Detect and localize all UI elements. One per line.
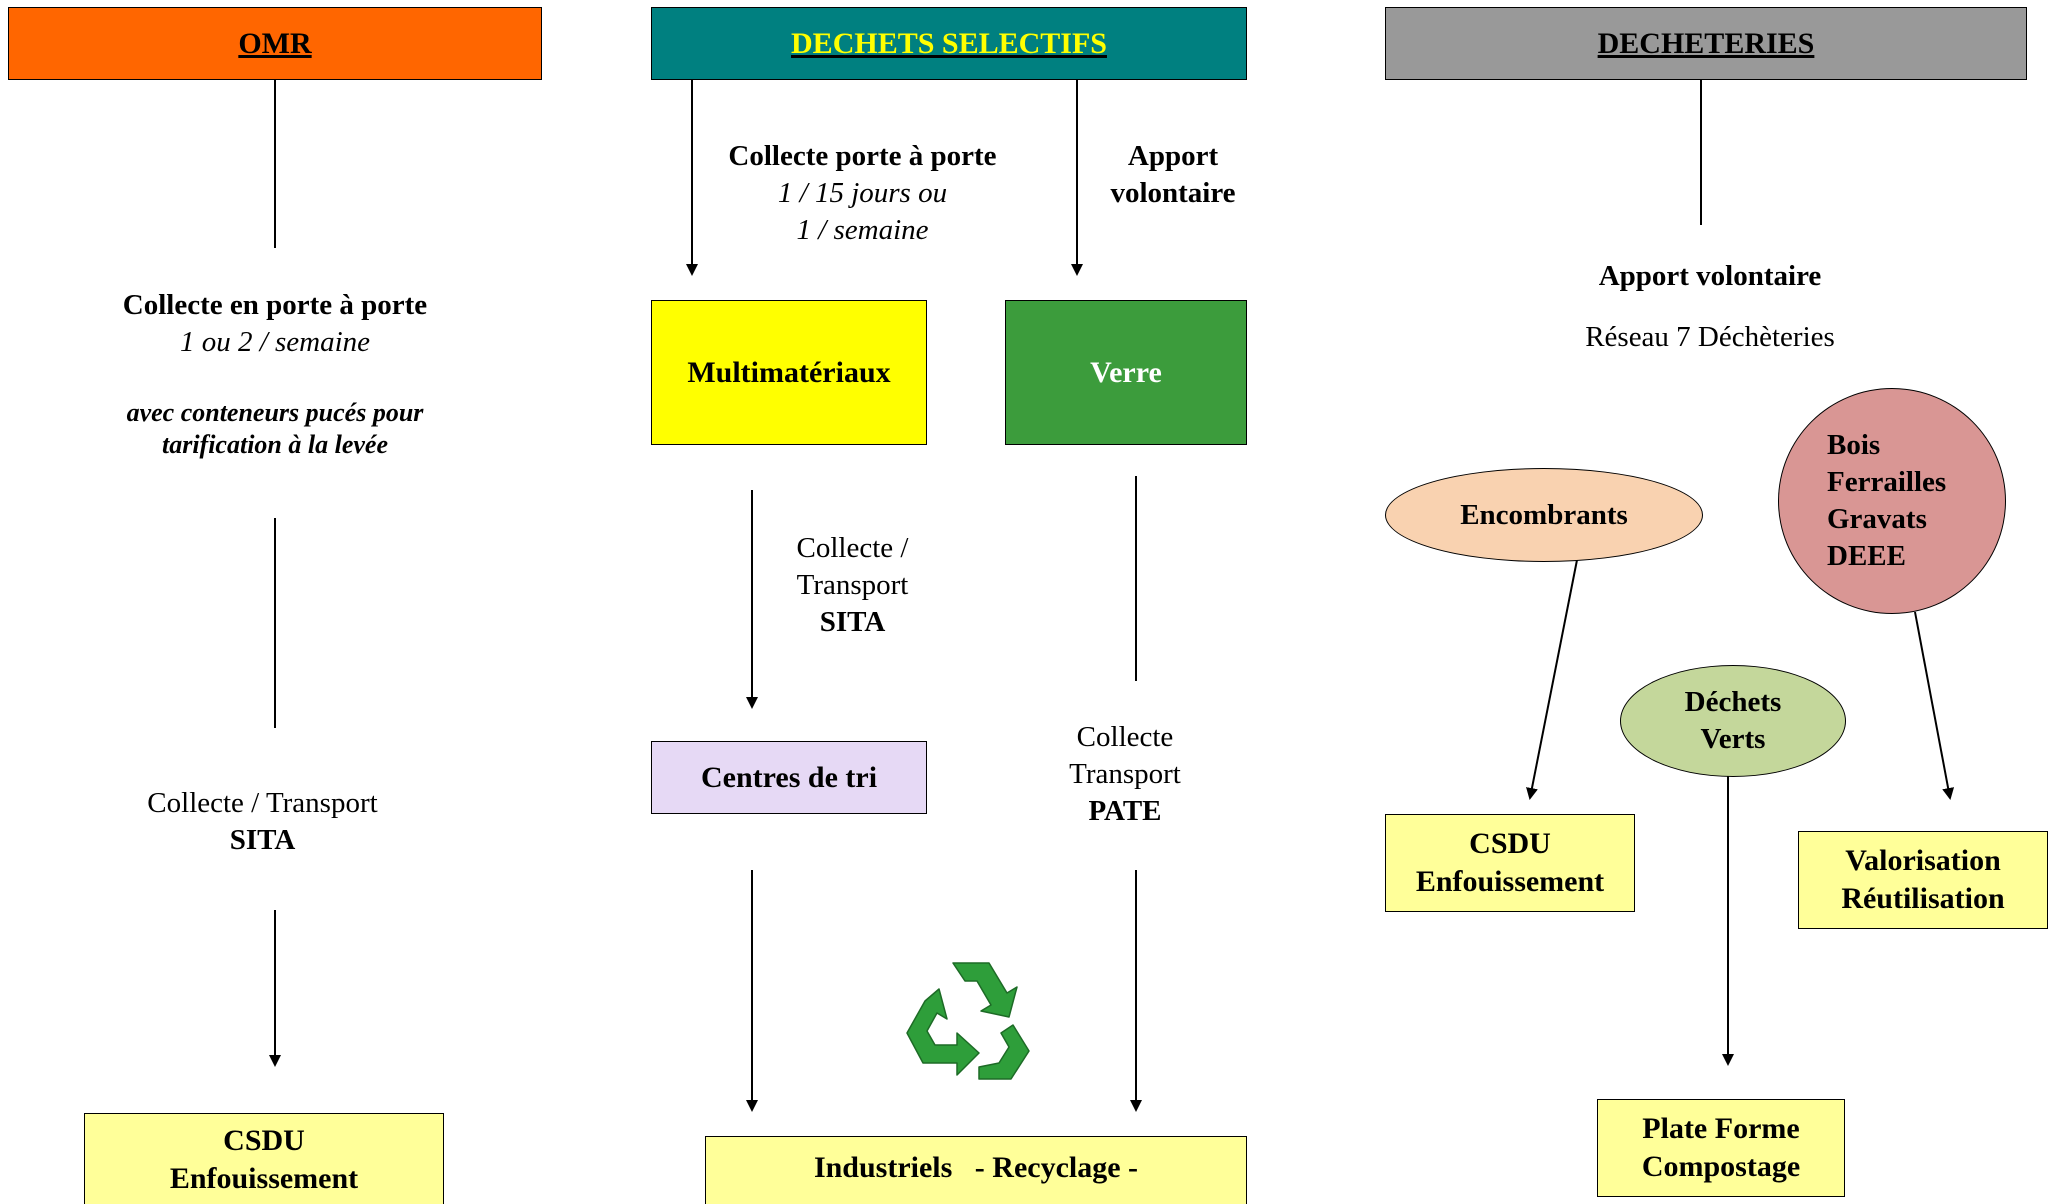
multimateriaux-box: Multimatériaux (651, 300, 927, 445)
centres-de-tri-box: Centres de tri (651, 741, 927, 814)
dechets-verts-line1: Déchets (1684, 686, 1782, 718)
multi-transport: Collecte / Transport SITA (765, 530, 940, 641)
omr-note-line2: tarification à la levée (161, 430, 388, 459)
decheteries-header-label: DECHETERIES (1597, 26, 1815, 60)
encombrants-label: Encombrants (1460, 498, 1628, 531)
multi-transport-line1: Collecte / (796, 532, 909, 564)
multi-transport-company: SITA (819, 606, 886, 638)
voluntary-line2: volontaire (1110, 177, 1236, 209)
recycling-icon (906, 962, 1030, 1080)
verre-box: Verre (1005, 300, 1247, 445)
bois-bubble: Bois Ferrailles Gravats DEEE (1778, 388, 2006, 614)
bois-line3: Gravats (1827, 503, 1927, 535)
omr-collect-title: Collecte en porte à porte (122, 289, 428, 321)
multi-transport-line2: Transport (796, 569, 909, 601)
verre-transport-company: PATE (1088, 795, 1162, 827)
omr-header-label: OMR (238, 26, 312, 60)
bois-line4: DEEE (1827, 540, 1906, 572)
bois-line1: Bois (1827, 429, 1881, 461)
dechets-verts-label: Déchets Verts (1685, 684, 1782, 758)
decheteries-csdu-line2: Enfouissement (1415, 865, 1605, 898)
verre-transport-line2: Transport (1069, 758, 1181, 790)
encombrants-arrow (1526, 559, 1578, 800)
verre-label: Verre (1090, 355, 1162, 389)
door-collect-text: Collecte porte à porte 1 / 15 jours ou 1… (700, 138, 1025, 249)
door-collect-freq1: 1 / 15 jours ou (777, 177, 948, 209)
valorisation-line1: Valorisation (1845, 844, 2001, 877)
omr-collect-frequency: 1 ou 2 / semaine (179, 326, 371, 358)
verre-transport: Collecte Transport PATE (1040, 719, 1210, 830)
voluntary-line1: Apport (1127, 140, 1219, 172)
decheteries-csdu-box: CSDU Enfouissement (1385, 814, 1635, 912)
door-collect-freq2: 1 / semaine (796, 214, 929, 246)
apport-volontaire-title: Apport volontaire (1598, 260, 1822, 292)
dechets-verts-line2: Verts (1700, 723, 1766, 755)
compostage-line2: Compostage (1641, 1150, 1801, 1183)
centres-de-tri-label: Centres de tri (700, 760, 878, 794)
omr-csdu-box: CSDU Enfouissement (84, 1113, 444, 1204)
omr-csdu-line1: CSDU (223, 1124, 305, 1157)
omr-note: avec conteneurs pucés pour tarification … (60, 397, 490, 461)
omr-transport-company: SITA (229, 824, 296, 856)
decheteries-header: DECHETERIES (1385, 7, 2027, 80)
omr-header: OMR (8, 7, 542, 80)
omr-note-line1: avec conteneurs pucés pour (126, 398, 424, 427)
decheteries-csdu-line1: CSDU (1469, 827, 1551, 860)
bois-line2: Ferrailles (1827, 466, 1947, 498)
industriels-label: Industriels - Recyclage - (813, 1151, 1139, 1184)
omr-transport: Collecte / Transport SITA (90, 785, 435, 859)
reseau-decheteries: Réseau 7 Déchèteries (1585, 321, 1835, 353)
verre-transport-line1: Collecte (1076, 721, 1174, 753)
compostage-line1: Plate Forme (1642, 1112, 1800, 1145)
industriels-box: Industriels - Recyclage - (705, 1136, 1247, 1204)
valorisation-line2: Réutilisation (1841, 882, 2005, 915)
omr-collect-text: Collecte en porte à porte 1 ou 2 / semai… (60, 287, 490, 361)
multimateriaux-label: Multimatériaux (687, 355, 891, 389)
dechets-verts-bubble: Déchets Verts (1620, 665, 1846, 777)
voluntary-text: Apport volontaire (1088, 138, 1258, 212)
compostage-box: Plate Forme Compostage (1597, 1099, 1845, 1197)
selectifs-header-label: DECHETS SELECTIFS (791, 26, 1107, 60)
bois-arrow (1914, 611, 1955, 800)
omr-csdu-line2: Enfouissement (169, 1162, 359, 1195)
bois-list: Bois Ferrailles Gravats DEEE (1827, 427, 1946, 575)
omr-transport-label: Collecte / Transport (147, 787, 378, 819)
valorisation-box: Valorisation Réutilisation (1798, 831, 2048, 929)
door-collect-title: Collecte porte à porte (728, 140, 997, 172)
selectifs-header: DECHETS SELECTIFS (651, 7, 1247, 80)
encombrants-bubble: Encombrants (1385, 468, 1703, 562)
